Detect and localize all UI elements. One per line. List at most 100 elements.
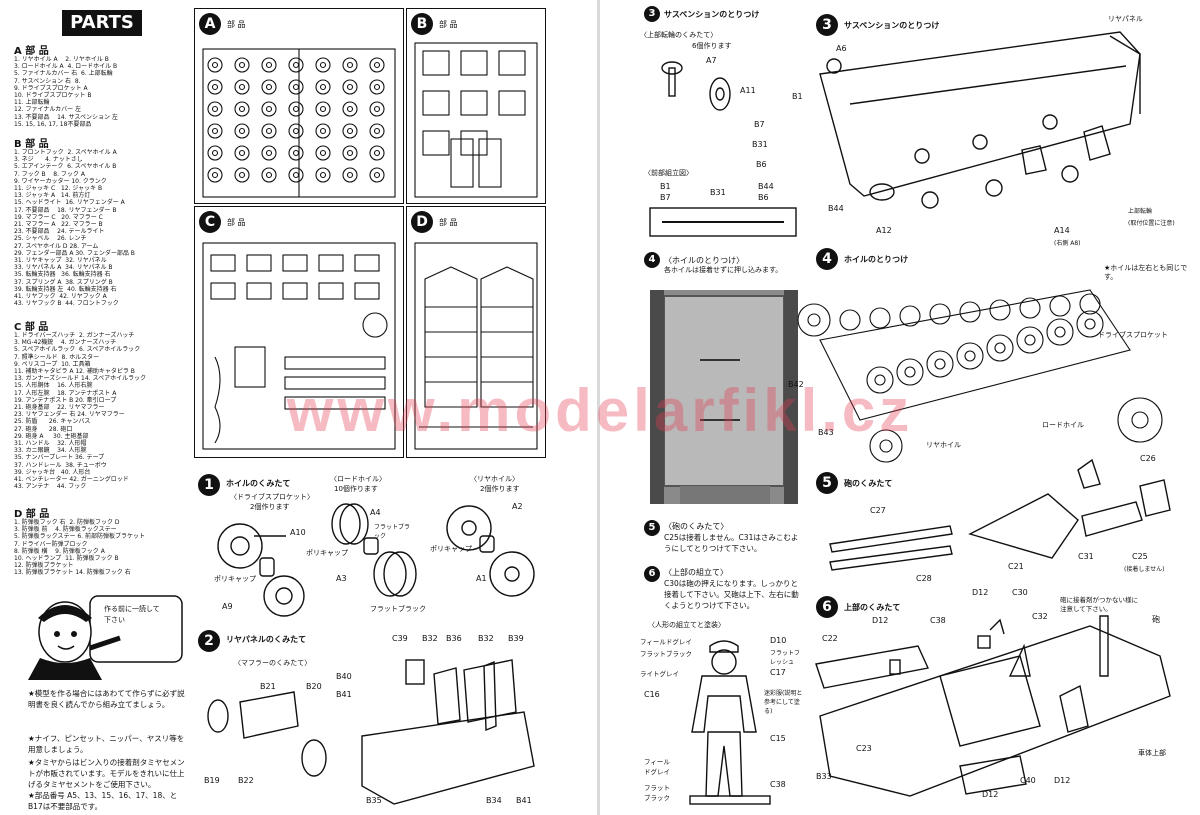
upper-wheel-drawing — [661, 61, 731, 111]
step2-badge: 2 — [198, 630, 220, 652]
step3-label-b6: B6 — [756, 160, 767, 169]
step5-title: 砲のくみたて — [844, 479, 893, 488]
step1-badge: 1 — [198, 474, 220, 496]
sprue-d-panel: D 部 品 — [406, 206, 546, 458]
step1-drawing — [217, 503, 535, 617]
left-page: PARTS A 部 品 1. リヤホイル A 2. リヤホイル B 3. ロード… — [14, 8, 546, 811]
front-label-b7: B7 — [660, 193, 671, 202]
step3-label-rear-panel: リヤパネル — [1108, 15, 1143, 23]
front-label-b1: B1 — [660, 182, 671, 191]
step6-label-d12-4: D12 — [1054, 776, 1071, 785]
step1-section: 1 ホイルのくみたて 〈ドライブスプロケット〉 2個作ります 〈ロードホイル〉 … — [194, 466, 544, 624]
step6-label-c30: C30 — [1012, 588, 1028, 597]
step2-label-c39: C39 — [392, 634, 408, 643]
parts-group-c-list: 1. ドライバーズハッチ 2. ガンナーズハッチ 3. MG-42機銃 4. ガ… — [14, 332, 147, 491]
parts-group-b-list: 1. フロントフック 2. スペヤホイル A 3. ネジ 4. ナットさし 5.… — [14, 149, 135, 308]
step1-label-polycap-2: ポリキャップ — [306, 549, 348, 557]
step3-title: サスペンションのとりつけ — [844, 21, 940, 30]
sprue-a-drawing — [202, 48, 396, 198]
sprue-b-panel: B 部 品 — [406, 8, 546, 204]
step2-label-b21: B21 — [260, 682, 276, 691]
figure-drawing — [689, 640, 771, 805]
sprue-c-letter: C — [199, 211, 221, 233]
sprue-c-panel: C 部 品 — [194, 206, 404, 458]
watermark: www.modelarfikl.cz — [286, 377, 914, 444]
step6-label-b33: B33 — [816, 772, 832, 781]
step6-note: 砲に接着剤がつかない様に注意して下さい。 — [1060, 596, 1138, 613]
step6-label-d12-3: D12 — [982, 790, 999, 799]
step3-drawing — [819, 31, 1141, 209]
step2-label-b41-2: B41 — [516, 796, 532, 805]
step5a-title: 〈砲のくみたて〉 — [664, 522, 729, 531]
right-page: 3 サスペンションのとりつけ 〈上部転輪のくみたて〉 6個作ります A7 A11… — [600, 0, 1200, 815]
step6a-badge: 6 — [644, 566, 660, 582]
step3-label-b1: B1 — [792, 92, 803, 101]
figure-label-flat-black-2: フラットブラック — [644, 784, 670, 802]
figure-label-c38: C38 — [770, 780, 786, 789]
step5-label-c21: C21 — [1008, 562, 1024, 571]
step1-title: ホイルのくみたて — [226, 479, 291, 488]
step5-drawing — [829, 458, 1171, 571]
step1-label-a3: A3 — [336, 574, 347, 583]
step3-label-upper-wheel: 上部転輪 — [1128, 208, 1153, 215]
step4-label-b43: B43 — [818, 428, 834, 437]
step1-sub-road: 〈ロードホイル〉 — [330, 475, 386, 483]
step2-title: リヤパネルのくみたて — [226, 635, 307, 644]
step5-label-c27: C27 — [870, 506, 886, 515]
step5-badge: 5 — [816, 472, 838, 494]
front-assembly-title: 〈前部組立図〉 — [644, 169, 693, 177]
step6-label-c23: C23 — [856, 744, 872, 753]
step1-label-a1: A1 — [476, 574, 487, 583]
step1-sub-road-qty: 10個作ります — [334, 485, 378, 493]
sprue-c-drawing — [202, 242, 396, 450]
step2-label-b35: B35 — [366, 796, 382, 805]
parts-group-c-head: C 部 品 — [14, 322, 49, 333]
figure-label-c17: C17 — [770, 668, 786, 677]
parts-group-a-list: 1. リヤホイル A 2. リヤホイル B 3. ロードホイル A 4. ロード… — [14, 56, 118, 128]
sprue-c-title: 部 品 — [227, 218, 246, 227]
step4-badge: 4 — [816, 248, 838, 270]
step6-label-c38: C38 — [930, 616, 946, 625]
step3a-badge: 3 — [644, 6, 660, 22]
step2-label-b39: B39 — [508, 634, 524, 643]
step1-sub-rear-qty: 2個作ります — [480, 485, 520, 493]
note-3: ★タミヤからはビン入りの接着剤タミヤセメントが市販されています。モデルをきれいに… — [28, 758, 185, 789]
step3-label-a8-note: (右側 A8) — [1054, 240, 1081, 247]
tamiya-mascot-illustration — [28, 595, 183, 680]
step2-label-b41-1: B41 — [336, 690, 352, 699]
figure-label-d10: D10 — [770, 636, 787, 645]
step6-label-c22: C22 — [822, 634, 838, 643]
front-label-b44: B44 — [758, 182, 774, 191]
figure-label-flat-black-1: フラットブラック — [640, 650, 692, 658]
sprue-a-title: 部 品 — [227, 20, 246, 29]
parts-group-a-head: A 部 品 — [14, 46, 49, 57]
step6a-desc: C30は砲の押えになります。しっかりと接着して下さい。又砲は上下、左右に動くよう… — [664, 579, 799, 610]
step5-label-c26: C26 — [1140, 454, 1156, 463]
figure-label-c16: C16 — [644, 690, 660, 699]
sprue-b-drawing — [414, 42, 538, 198]
note-4: ★部品番号 A5、13、15、16、17、18、と B17は不要部品です。 — [28, 791, 178, 811]
step3-label-a12: A12 — [876, 226, 892, 235]
step6-drawing — [815, 615, 1171, 797]
step3-label-a14: A14 — [1054, 226, 1070, 235]
sprue-b-letter: B — [411, 13, 433, 35]
step6-title: 上部のくみたて — [844, 603, 901, 612]
step1-sub-rear: 〈リヤホイル〉 — [470, 475, 519, 483]
figure-label-field-grey-2: フィールドグレイ — [644, 758, 670, 776]
sprue-d-drawing — [414, 242, 538, 450]
figure-label-camo: 迷彩服(説明と参考にして塗る) — [764, 690, 803, 715]
step4-label-drive-sprocket: ドライブスプロケット — [1098, 331, 1168, 339]
step2-label-b22: B22 — [238, 776, 254, 785]
step5a-desc: C25は接着しません。C31はさみこむようにしてとりつけて下さい。 — [664, 533, 799, 553]
step2-sub: 〈マフラーのくみたて〉 — [234, 659, 312, 667]
step4a-title: 〈ホイルのとりつけ〉 — [664, 256, 745, 265]
sprue-d-letter: D — [411, 211, 433, 233]
step3a-title: サスペンションのとりつけ — [664, 10, 760, 19]
step2-label-b36: B36 — [446, 634, 462, 643]
step3a-sub: 〈上部転輪のくみたて〉 — [640, 31, 718, 39]
step1-label-polycap-3: ポリキャップ — [430, 545, 472, 553]
step5-label-c31: C31 — [1078, 552, 1094, 561]
step3a-qty: 6個作ります — [692, 42, 732, 50]
step1-label-a10: A10 — [290, 528, 306, 537]
step6-label-d12-2: D12 — [972, 588, 989, 597]
